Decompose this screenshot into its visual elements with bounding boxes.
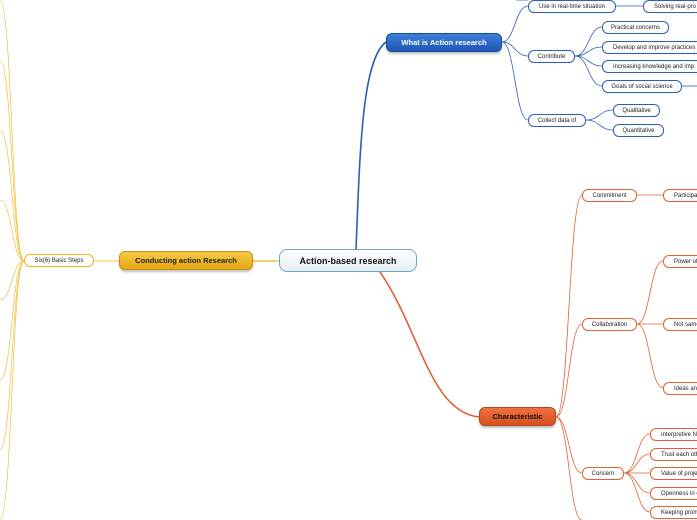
characteristic-node[interactable]: Characteristic (479, 407, 556, 426)
concern-node[interactable]: Concern (582, 467, 624, 480)
use-in-real-time-node[interactable]: Use in real-time situation (528, 0, 616, 13)
quantitative-node[interactable]: Quantitative (613, 124, 664, 137)
link-concern-child-4 (623, 472, 651, 513)
conducting-action-research-node[interactable]: Conducting action Research (119, 251, 253, 270)
link-concern-child-1 (623, 453, 651, 474)
link-char-concern (555, 416, 583, 474)
collect-data-node[interactable]: Collect data of (528, 114, 586, 127)
link-six-offscreen-1 (0, 59, 25, 262)
link-six-offscreen-3 (0, 199, 25, 262)
link-what-is-use (501, 5, 529, 43)
not-same-node[interactable]: Not same (663, 318, 697, 331)
link-six-offscreen-7 (0, 260, 25, 520)
contribute-node[interactable]: Contribute (528, 50, 575, 63)
link-central-characteristic (379, 271, 480, 418)
link-six-offscreen-2 (0, 129, 25, 262)
central-topic[interactable]: Action-based research (279, 249, 417, 272)
link-collab-child-0 (636, 260, 664, 325)
collaboration-node[interactable]: Collaboration (582, 318, 637, 331)
interpretive-node[interactable]: Interpretive N (650, 428, 697, 441)
power-of-node[interactable]: Power of (663, 255, 697, 268)
link-six-offscreen-5 (0, 260, 25, 381)
what-is-action-research-node[interactable]: What is Action research (386, 33, 502, 52)
link-collab-child-2 (636, 323, 664, 389)
link-central-what-is (355, 41, 387, 250)
keeping-promises-node[interactable]: Keeping prom (650, 506, 697, 519)
link-char-offscreen (555, 416, 583, 520)
value-of-project-node[interactable]: Value of proje (650, 467, 697, 480)
link-collect-quantitative (585, 119, 614, 131)
link-concern-child-3 (623, 472, 651, 494)
increasing-knowledge-node[interactable]: Increasing knowledge and imp (602, 60, 697, 73)
trust-each-other-node[interactable]: Trust each oth (650, 448, 697, 461)
six-basic-steps-node[interactable]: Six(6) Basic Steps (24, 254, 94, 267)
practical-concerns-node[interactable]: Practical concerns (602, 21, 669, 34)
openness-node[interactable]: Openness in c (650, 487, 697, 500)
goals-social-science-node[interactable]: Goals of social science (602, 80, 682, 93)
link-concern-child-0 (623, 433, 651, 474)
link-six-offscreen-6 (0, 260, 25, 451)
link-contribute-child-1 (574, 46, 603, 57)
qualitative-node[interactable]: Qualitative (613, 104, 660, 117)
participation-node[interactable]: Participa (663, 189, 697, 202)
commitment-node[interactable]: Commitment (582, 189, 637, 202)
link-six-offscreen-0 (0, 0, 25, 262)
link-char-commitment (555, 194, 583, 418)
link-what-is-collect (501, 41, 529, 121)
link-contribute-child-3 (574, 55, 603, 87)
link-char-collaboration (555, 323, 583, 418)
link-collect-qualitative (585, 109, 614, 121)
link-what-is-contribute (501, 41, 529, 57)
link-contribute-child-0 (574, 26, 603, 57)
ideas-and-node[interactable]: Ideas an (663, 382, 697, 395)
develop-improve-practices-node[interactable]: Develop and improve practices (602, 41, 697, 54)
solving-real-problems-node[interactable]: Solving real-pro (643, 0, 697, 13)
